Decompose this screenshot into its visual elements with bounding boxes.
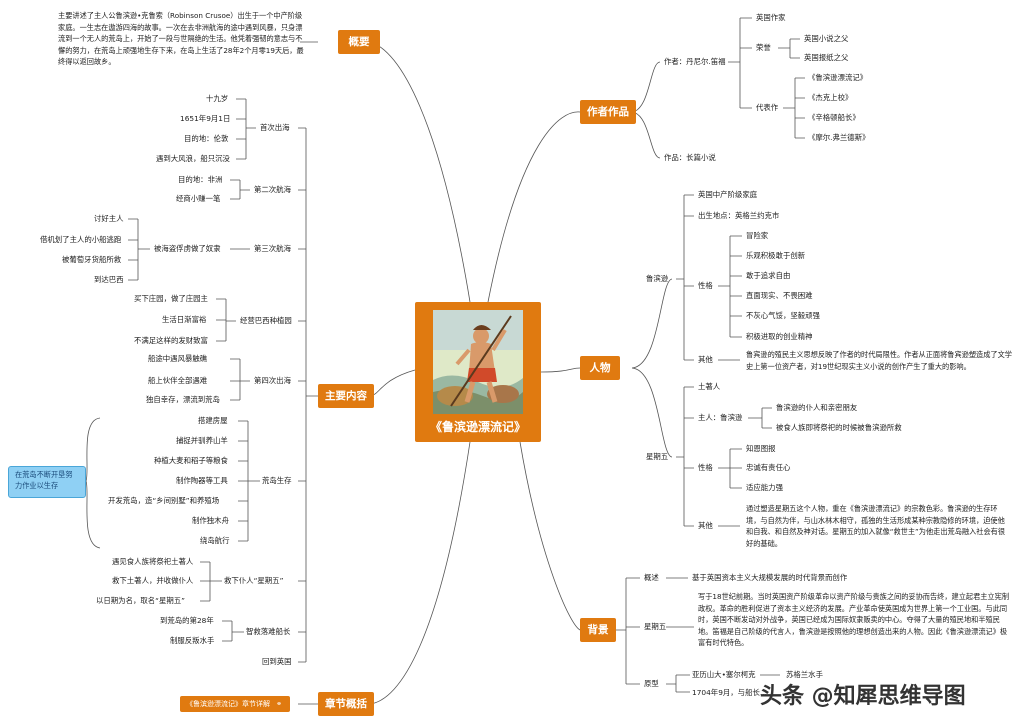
friday-other-label: 其他 [698, 521, 713, 530]
hub-chapters[interactable]: 章节概括 [318, 692, 374, 716]
central-topic[interactable]: 《鲁滨逊漂流记》 [415, 302, 541, 442]
bg-overview-label: 概述 [644, 573, 659, 582]
friday-rescue-item: 以日期为名，取名“星期五” [96, 596, 185, 605]
rep-work: 《辛格顿船长》 [808, 113, 860, 122]
hub-works[interactable]: 作者作品 [580, 100, 636, 124]
rep-work: 《鲁滨逊漂流记》 [808, 73, 868, 82]
survival-label: 荒岛生存 [262, 476, 292, 485]
chapter-detail-button[interactable]: 《鲁滨逊漂流记》章节详解 ⚭ [180, 696, 290, 712]
book-cover-illustration [433, 310, 523, 414]
bg-proto-date: 1704年9月，与船长... [692, 688, 767, 697]
bg-friday-label: 星期五 [644, 622, 667, 631]
voyage4-item: 船上伙伴全部遇难 [148, 376, 208, 385]
chapter-detail-label: 《鲁滨逊漂流记》章节详解 [186, 700, 270, 708]
survival-item: 捕捉并驯养山羊 [176, 436, 228, 445]
central-title: 《鲁滨逊漂流记》 [429, 420, 526, 434]
crusoe-personality: 性格 [698, 281, 713, 290]
friday-rescue-item: 遇见食人族将祭祀土著人 [112, 557, 194, 566]
friday-native: 土著人 [698, 382, 721, 391]
crusoe-trait: 积极进取的创业精神 [746, 332, 813, 341]
voyage1-label: 首次出海 [260, 123, 290, 132]
author-label: 作者：丹尼尔.笛福 [664, 57, 726, 66]
survival-item: 绕岛航行 [200, 536, 230, 545]
friday-master-item: 鲁滨逊的仆人和亲密朋友 [776, 403, 858, 412]
link-icon: ⚭ [276, 700, 283, 708]
rep-work: 《摩尔.弗兰德斯》 [808, 133, 870, 142]
survival-item: 开发荒岛，造“乡间别墅”和养殖场 [108, 496, 220, 505]
survival-note: 在荒岛不断开垦努力作业以生存 [8, 466, 86, 498]
voyage4-item: 独自幸存，漂流到荒岛 [146, 395, 220, 404]
crusoe-trait: 不灰心气馁，坚毅顽强 [746, 311, 820, 320]
voyage2-item: 目的地：非洲 [178, 175, 223, 184]
hub-characters[interactable]: 人物 [580, 356, 620, 380]
voyage2-item: 经商小赚一笔 [176, 194, 221, 203]
bg-prototype-label: 原型 [644, 679, 659, 688]
hub-content[interactable]: 主要内容 [318, 384, 374, 408]
crusoe-birthplace: 出生地点：英格兰约克市 [698, 211, 780, 220]
watermark: 头条 @知犀思维导图 [760, 684, 966, 709]
hub-background[interactable]: 背景 [580, 618, 616, 642]
crusoe-trait: 乐观积极敢于创新 [746, 251, 806, 260]
hub-summary[interactable]: 概要 [338, 30, 380, 54]
bg-proto-name: 亚历山大•塞尔柯克 [692, 670, 756, 679]
plantation-label: 经营巴西种植园 [240, 316, 292, 325]
voyage1-item: 遇到大风浪，船只沉没 [156, 154, 230, 163]
friday-master-item: 被食人族即将祭祀的时候被鲁滨逊所救 [776, 423, 902, 432]
honor-item: 英国报纸之父 [804, 53, 849, 62]
friday-personality: 性格 [698, 463, 713, 472]
crusoe-trait: 冒险家 [746, 231, 769, 240]
genre-label: 作品：长篇小说 [664, 153, 716, 162]
crusoe-trait: 敢于追求自由 [746, 271, 791, 280]
survival-item: 制作独木舟 [192, 516, 229, 525]
plantation-item: 不满足这样的发财致富 [134, 336, 208, 345]
representative-label: 代表作 [756, 103, 779, 112]
bg-overview-text: 基于英国资本主义大规模发展的时代背景而创作 [692, 573, 848, 582]
voyage1-item: 1651年9月1日 [180, 114, 231, 123]
bg-proto-role: 苏格兰水手 [786, 670, 823, 679]
return-label: 回到英国 [262, 657, 292, 666]
rep-work: 《杰克上校》 [808, 93, 853, 102]
crusoe-trait: 直面现实、不畏困难 [746, 291, 813, 300]
friday-name: 星期五 [646, 452, 669, 461]
voyage1-item: 目的地：伦敦 [184, 134, 229, 143]
voyage1-item: 十九岁 [206, 94, 229, 103]
friday-trait: 适应能力强 [746, 483, 783, 492]
survival-item: 制作陶器等工具 [176, 476, 228, 485]
english-writer: 英国作家 [756, 13, 786, 22]
voyage3-item: 讨好主人 [94, 214, 124, 223]
voyage4-item: 船途中遇风暴触礁 [148, 354, 208, 363]
survival-item: 搭建房屋 [198, 416, 228, 425]
voyage3-item: 借机划了主人的小船逃跑 [40, 235, 122, 244]
friday-rescue-item: 救下土著人，并收做仆人 [112, 576, 194, 585]
voyage2-label: 第二次航海 [254, 185, 291, 194]
summary-text: 主要讲述了主人公鲁滨逊•克鲁索（Robinson Crusoe）出生于一个中产阶… [58, 11, 304, 66]
crusoe-family: 英国中产阶级家庭 [698, 190, 758, 199]
honor-item: 英国小说之父 [804, 34, 849, 43]
friday-rescue-label: 救下仆人“星期五” [224, 576, 284, 585]
voyage4-label: 第四次出海 [254, 376, 291, 385]
captain-item: 制服反叛水手 [170, 636, 215, 645]
friday-master: 主人：鲁滨逊 [698, 413, 743, 422]
survival-item: 种植大麦和稻子等粮食 [154, 456, 228, 465]
plantation-item: 买下庄园，做了庄园主 [134, 294, 208, 303]
plantation-item: 生活日渐富裕 [162, 315, 207, 324]
captain-item: 到荒岛的第28年 [160, 616, 214, 625]
voyage3-sub: 被海盗俘虏做了奴隶 [154, 244, 221, 253]
voyage3-item: 被葡萄牙货船所救 [62, 255, 122, 264]
friday-other-text: 通过塑造星期五这个人物，重在《鲁滨逊漂流记》的宗教色彩。鲁滨逊的生存环境，与自然… [746, 504, 1006, 548]
friday-trait: 知恩图报 [746, 444, 776, 453]
crusoe-other-text: 鲁宾逊的殖民主义思想反映了作者的时代局限性。作者从正面将鲁宾逊塑造成了文学史上第… [746, 350, 1012, 371]
friday-trait: 忠诚有责任心 [746, 463, 791, 472]
bg-friday-text: 写于18世纪前期。当时英国资产阶级革命以资产阶级与贵族之间的妥协而告终，建立起君… [698, 592, 1010, 647]
captain-label: 智救落难船长 [246, 627, 291, 636]
crusoe-name: 鲁滨逊 [646, 274, 669, 283]
voyage3-item: 到达巴西 [94, 275, 124, 284]
honor-label: 荣誉 [756, 43, 771, 52]
voyage3-label: 第三次航海 [254, 244, 291, 253]
crusoe-other-label: 其他 [698, 355, 713, 364]
